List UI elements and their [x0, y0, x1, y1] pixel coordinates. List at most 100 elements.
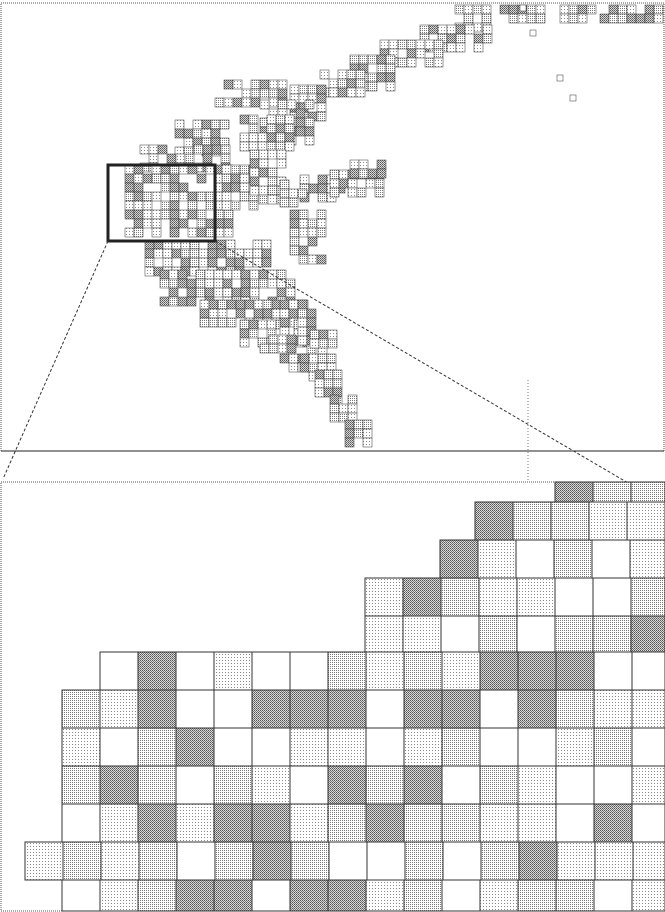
- mesh-cell: [299, 255, 308, 264]
- mesh-cell: [290, 246, 299, 255]
- mesh-cell: [196, 279, 205, 288]
- mesh-cell: [269, 335, 278, 344]
- mesh-cell: [636, 14, 645, 23]
- mesh-cell: [224, 80, 233, 89]
- mesh-cell: [377, 160, 386, 169]
- mesh-cell: [278, 100, 287, 109]
- mesh-cell: [262, 258, 271, 267]
- mesh-cell: [278, 80, 287, 89]
- mesh-cell: [368, 73, 377, 82]
- mesh-cell: [208, 258, 217, 267]
- mesh-cell: [215, 842, 253, 880]
- mesh-cell: [240, 115, 249, 124]
- mesh-cell: [187, 279, 196, 288]
- mesh-cell: [318, 193, 327, 202]
- mesh-cell: [329, 842, 367, 880]
- mesh-cell: [518, 880, 556, 911]
- mesh-cell: [267, 142, 276, 151]
- mesh-cell: [212, 145, 221, 154]
- mesh-cell: [231, 183, 240, 192]
- mesh-cell: [560, 14, 569, 23]
- mesh-cell: [300, 363, 309, 372]
- mesh-cell: [518, 728, 556, 766]
- mesh-cell: [240, 338, 249, 347]
- mesh-cell: [138, 804, 176, 842]
- mesh-cell: [249, 133, 258, 142]
- mesh-cell: [176, 766, 214, 804]
- mesh-cell: [348, 404, 357, 413]
- mesh-cell: [368, 55, 377, 64]
- mesh-cell: [268, 186, 277, 195]
- mesh-cell: [328, 766, 366, 804]
- mesh-cell: [224, 219, 233, 228]
- mesh-cell: [290, 766, 328, 804]
- mesh-cell: [632, 690, 665, 728]
- mesh-cell: [348, 179, 357, 188]
- overview-panel: [1, 3, 664, 451]
- mesh-cell: [222, 165, 231, 174]
- mesh-cell: [296, 118, 305, 127]
- mesh-cell: [328, 804, 366, 842]
- mesh-cell: [197, 210, 206, 219]
- mesh-cell: [420, 25, 429, 34]
- mesh-cell: [258, 142, 267, 151]
- mesh-cell: [609, 5, 618, 14]
- mesh-cell: [320, 70, 329, 79]
- mesh-cell: [249, 329, 258, 338]
- mesh-cell: [339, 179, 348, 188]
- mesh-cell: [315, 388, 324, 397]
- mesh-cell: [231, 174, 240, 183]
- mesh-cell: [200, 300, 209, 309]
- mesh-cell: [254, 300, 263, 309]
- mesh-cell: [359, 160, 368, 169]
- mesh-cell: [317, 219, 326, 228]
- mesh-cell: [317, 94, 326, 103]
- mesh-cell: [578, 5, 587, 14]
- mesh-cell: [253, 249, 262, 258]
- mesh-cell: [555, 616, 593, 654]
- mesh-cell: [330, 188, 339, 197]
- mesh-cell: [595, 842, 633, 880]
- mesh-cell: [519, 842, 557, 880]
- mesh-cell: [276, 142, 285, 151]
- mesh-cell: [298, 327, 307, 336]
- mesh-cell: [455, 5, 464, 14]
- mesh-cell: [260, 80, 269, 89]
- mesh-cell: [632, 880, 665, 911]
- mesh-cell: [181, 249, 190, 258]
- mesh-cell: [176, 690, 214, 728]
- mesh-cell: [318, 175, 327, 184]
- mesh-cell: [456, 25, 465, 34]
- mesh-cell: [298, 309, 307, 318]
- mesh-cell: [278, 344, 287, 353]
- mesh-cell: [345, 420, 354, 429]
- mesh-cell: [366, 179, 375, 188]
- mesh-cell: [338, 70, 347, 79]
- mesh-cell: [290, 85, 299, 94]
- mesh-cell: [250, 177, 259, 186]
- mesh-cell: [483, 25, 492, 34]
- overview-cell-grid: [125, 5, 663, 447]
- mesh-cell: [280, 354, 289, 363]
- mesh-cell: [328, 339, 337, 348]
- mesh-cell: [440, 540, 478, 578]
- mesh-cell: [287, 344, 296, 353]
- mesh-cell: [250, 159, 259, 168]
- mesh-cell: [222, 174, 231, 183]
- mesh-cell: [241, 279, 250, 288]
- mesh-cell: [25, 842, 63, 880]
- mesh-cell: [163, 258, 172, 267]
- mesh-cell: [339, 170, 348, 179]
- mesh-cell: [252, 728, 290, 766]
- mesh-cell: [268, 168, 277, 177]
- mesh-cell: [363, 420, 372, 429]
- mesh-cell: [170, 201, 179, 210]
- mesh-cell: [260, 100, 269, 109]
- mesh-cell: [250, 279, 259, 288]
- mesh-cell: [259, 168, 268, 177]
- mesh-cell: [233, 98, 242, 107]
- mesh-cell: [226, 240, 235, 249]
- mesh-cell: [389, 40, 398, 49]
- mesh-cell: [245, 300, 254, 309]
- mesh-cell: [592, 540, 630, 578]
